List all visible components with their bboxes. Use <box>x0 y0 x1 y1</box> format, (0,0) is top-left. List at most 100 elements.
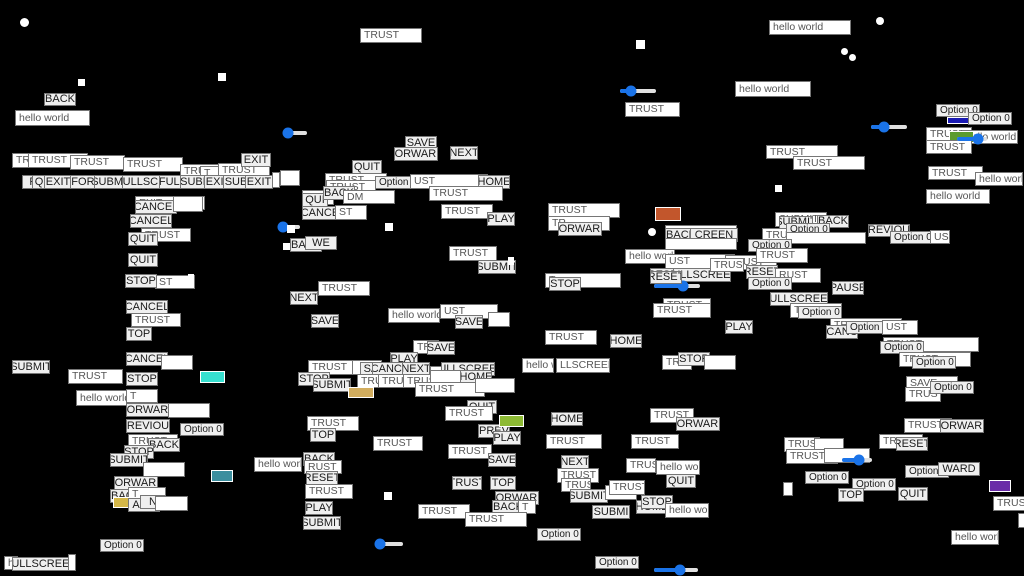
button-cancel[interactable]: CANCEL <box>135 200 177 214</box>
button-qui[interactable]: QUI <box>302 193 328 207</box>
slider-thumb[interactable] <box>277 221 289 233</box>
blank-block[interactable] <box>508 257 514 265</box>
color-swatch[interactable] <box>989 480 1011 492</box>
button-next[interactable]: NEXT <box>290 291 318 305</box>
button-play[interactable]: PLAY <box>305 501 333 515</box>
text-input-trust[interactable]: US <box>930 230 950 244</box>
text-input-trust[interactable]: T <box>126 389 158 403</box>
text-input-hello-world[interactable]: hello world <box>735 81 811 97</box>
button-submit[interactable]: SUBMIT <box>478 260 516 274</box>
select-option0[interactable]: Option 0⌄ <box>375 176 419 189</box>
button-cancel[interactable]: CANCEL <box>130 214 172 228</box>
text-input-trust[interactable]: TRUST <box>546 434 602 449</box>
button-sub[interactable]: SUB <box>223 175 249 189</box>
text-input-hello-world[interactable]: hello world <box>665 503 709 518</box>
text-input-trust[interactable]: TRUST <box>710 258 744 272</box>
text-input-trust[interactable]: TRUST <box>429 186 503 201</box>
text-input-trust[interactable]: TRUST <box>756 248 808 263</box>
text-input-trust[interactable]: TRUST <box>926 140 972 154</box>
select-option0[interactable]: Option 0⌄ <box>890 231 934 244</box>
button-save[interactable]: SAVE <box>455 315 483 329</box>
color-swatch[interactable] <box>211 470 233 482</box>
blank-block[interactable] <box>384 492 392 500</box>
text-input-trust[interactable] <box>665 238 737 250</box>
range-slider[interactable] <box>654 564 698 576</box>
text-input-trust[interactable]: TRUST <box>305 484 353 499</box>
radio-dot[interactable] <box>20 18 29 27</box>
radio-dot[interactable] <box>876 17 884 25</box>
button-forward[interactable]: FORWARD <box>940 419 984 433</box>
button-exit[interactable]: EXIT <box>241 153 271 167</box>
text-input-trust[interactable] <box>488 312 510 327</box>
range-slider[interactable] <box>374 538 403 550</box>
button-submit[interactable]: SUBMIT <box>313 378 351 392</box>
text-input-trust[interactable]: TRUST <box>131 313 181 327</box>
button-fullscreen[interactable]: FULLSCREEN <box>12 557 70 571</box>
text-input-trust[interactable]: TRUST <box>373 436 423 451</box>
text-input-hello-world[interactable]: hello world <box>975 172 1023 186</box>
button-quit[interactable]: QUIT <box>128 253 158 267</box>
text-input-trust[interactable]: TRUST <box>793 156 865 170</box>
text-input-trust[interactable]: TRUST <box>360 28 422 43</box>
button-forward[interactable]: FORWARD <box>394 147 438 161</box>
text-input-trust[interactable] <box>704 355 736 370</box>
select-option0[interactable]: Option 0⌄ <box>180 423 224 436</box>
text-input-trust[interactable] <box>280 170 300 186</box>
button-save[interactable]: SAVE <box>488 453 516 467</box>
select-option0[interactable]: Option 0⌄ <box>930 381 974 394</box>
text-input-trust[interactable] <box>786 232 866 244</box>
select-option0[interactable]: Option 0⌄ <box>100 539 144 552</box>
text-input-trust[interactable]: TRUST <box>123 157 183 172</box>
button-top[interactable]: TOP <box>490 476 516 490</box>
blank-block[interactable] <box>775 185 782 192</box>
button-previous[interactable]: PREVIOUS <box>126 419 170 433</box>
text-input-trust[interactable] <box>272 172 280 188</box>
button-quit[interactable]: QUIT <box>898 487 928 501</box>
text-input-hello-world[interactable]: hello world <box>388 308 440 323</box>
button-trust[interactable]: TRUST <box>452 476 482 490</box>
text-input-trust[interactable]: TRUST <box>631 434 679 449</box>
select-option0[interactable]: Option 0⌄ <box>537 528 581 541</box>
select-option0[interactable]: Option 0⌄ <box>912 356 956 369</box>
button-quit[interactable]: QUIT <box>666 474 696 488</box>
text-input-trust[interactable]: TRUST <box>441 204 493 219</box>
text-input-hello-world[interactable]: hello world <box>15 110 90 126</box>
button-top[interactable]: TOP <box>126 327 152 341</box>
range-slider[interactable] <box>842 454 872 466</box>
slider-thumb[interactable] <box>878 121 890 133</box>
text-input-trust[interactable]: LLSCREEN <box>556 358 610 373</box>
button-stop[interactable]: STOP <box>678 352 710 366</box>
button-cancel[interactable]: CANCEL <box>302 206 344 220</box>
blank-block[interactable] <box>283 243 290 250</box>
text-input-trust[interactable] <box>173 196 203 212</box>
text-input-trust[interactable]: TRUST <box>445 406 493 421</box>
text-input-trust[interactable] <box>161 355 193 370</box>
text-input-trust[interactable]: DM <box>343 190 395 204</box>
text-input-trust[interactable] <box>143 462 185 477</box>
select-option0[interactable]: Option 0⌄ <box>798 306 842 319</box>
button-fullscr[interactable]: FULLSCR <box>122 175 160 189</box>
button-forward[interactable]: FORWARD <box>676 417 720 431</box>
blank-block[interactable] <box>78 79 85 86</box>
slider-thumb[interactable] <box>674 564 686 576</box>
slider-thumb[interactable] <box>282 127 294 139</box>
text-input-trust[interactable] <box>475 378 515 393</box>
button-play[interactable]: PLAY <box>487 212 515 226</box>
select-option0[interactable]: Option 0⌄ <box>968 112 1012 125</box>
button-submit[interactable]: SUBMIT <box>110 453 148 467</box>
button-submi[interactable]: SUBMI <box>592 505 630 519</box>
color-swatch[interactable] <box>200 371 225 383</box>
blank-block[interactable] <box>218 73 226 81</box>
blank-block[interactable] <box>287 225 295 233</box>
text-input-trust[interactable]: TRUST <box>68 369 123 384</box>
text-input-trust[interactable] <box>168 403 210 418</box>
button-ward[interactable]: WARD <box>938 462 980 476</box>
text-input-trust[interactable]: T <box>518 500 536 514</box>
blank-block[interactable] <box>636 40 645 49</box>
slider-thumb[interactable] <box>853 454 865 466</box>
text-input-hello-world[interactable]: hello world <box>522 358 554 373</box>
button-stop[interactable]: STOP <box>549 277 581 291</box>
